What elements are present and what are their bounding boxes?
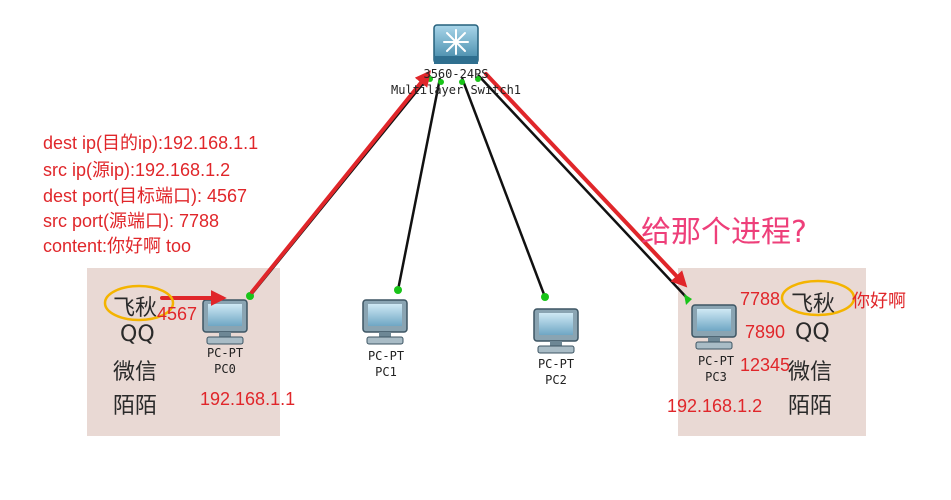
packet-src-port: src port(源端口): 7788 (43, 211, 220, 231)
question-label: 给那个进程? (641, 215, 807, 250)
switch-model-label: 3560-24PS (423, 67, 489, 81)
right-port-7788: 7788 (740, 289, 781, 309)
pc0-name-label: PC0 (214, 362, 236, 376)
pc1-computer-icon[interactable] (362, 299, 408, 345)
pc1-name-label: PC1 (375, 365, 397, 379)
right-app-feiqiu: 飞秋 (791, 292, 836, 317)
packet-src-ip: src ip(源ip):192.168.1.2 (43, 160, 231, 180)
pc2-type-label: PC-PT (537, 357, 575, 371)
pc1-type-label: PC-PT (367, 349, 405, 363)
host-box-right (678, 268, 866, 436)
highlight-circle-left (103, 284, 175, 322)
packet-dest-ip: dest ip(目的ip):192.168.1.1 (43, 133, 259, 153)
packet-content: content:你好啊 too (43, 236, 192, 256)
pc3-name-label: PC3 (705, 370, 727, 384)
packet-arrow-down-right (484, 72, 688, 288)
left-app-momo: 陌陌 (113, 394, 158, 419)
pc2-name-label: PC2 (545, 373, 567, 387)
pc2-computer-icon[interactable] (533, 308, 579, 354)
pc3-type-label: PC-PT (697, 354, 735, 368)
cable-pc3 (477, 74, 689, 300)
right-port-12345: 12345 (740, 355, 791, 375)
multilayer-switch-icon[interactable] (433, 24, 479, 64)
left-app-weixin: 微信 (113, 360, 158, 385)
highlight-circle-right (780, 279, 856, 317)
right-message-label: 你好啊 (852, 291, 906, 311)
left-port-label: 4567 (157, 304, 198, 324)
link-lights (246, 76, 692, 305)
packet-dest-port: dest port(目标端口): 4567 (43, 186, 248, 206)
pc3-computer-icon[interactable] (691, 304, 737, 350)
cable-pc2 (460, 77, 547, 298)
pc0-computer-icon[interactable] (202, 299, 248, 345)
right-ip-label: 192.168.1.2 (667, 396, 763, 416)
right-app-weixin: 微信 (788, 360, 833, 385)
right-app-qq: QQ (795, 320, 830, 345)
packet-arrow-up-left (250, 70, 432, 294)
right-app-momo: 陌陌 (788, 394, 833, 419)
right-port-7890: 7890 (745, 322, 786, 342)
left-app-qq: QQ (120, 322, 155, 347)
pc0-type-label: PC-PT (206, 346, 244, 360)
left-app-feiqiu: 飞秋 (113, 296, 158, 321)
switch-name-label: Multilayer Switch1 (390, 83, 522, 97)
cable-pc1 (396, 77, 442, 291)
left-ip-label: 192.168.1.1 (200, 389, 296, 409)
